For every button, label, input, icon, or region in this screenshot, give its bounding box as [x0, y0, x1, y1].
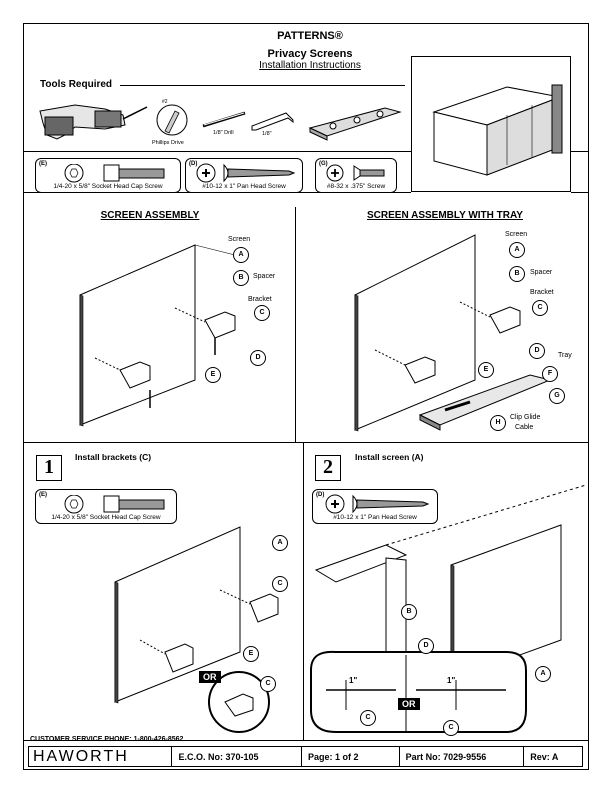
callout-e-right: E [478, 362, 494, 378]
callout-b-right: B [509, 266, 525, 282]
callout-c-or: C [260, 676, 276, 692]
tools-required-label: Tools Required [40, 79, 113, 90]
steps-divider [303, 442, 304, 740]
tools-bottom-rule [23, 151, 411, 152]
callout-d-left: D [250, 350, 266, 366]
step-2-fastener-letter: (D) [316, 492, 325, 498]
dim-one-inch-right: 1" [447, 676, 456, 685]
label-screen-right: Screen [505, 231, 528, 238]
callout-c-step2-left: C [360, 710, 376, 726]
fastener-rule-right [571, 192, 589, 193]
callout-a-right: A [509, 242, 525, 258]
drill-bit-icon [202, 111, 246, 128]
callout-b-step2: B [401, 604, 417, 620]
step-1-or-detail [208, 671, 270, 733]
revision: Rev: A [523, 747, 582, 766]
label-spacer-right: Spacer [530, 269, 553, 276]
phillips-bit-icon [156, 104, 188, 136]
drill-icon [39, 104, 148, 140]
screen-assembly-tray-title: SCREEN ASSEMBLY WITH TRAY [367, 210, 523, 221]
callout-e-left: E [205, 367, 221, 383]
eco-number: E.C.O. No: 370-105 [171, 747, 301, 766]
callout-f: F [542, 366, 558, 382]
callout-a-step1: A [272, 535, 288, 551]
callout-d-step2: D [418, 638, 434, 654]
hex-key-icon [251, 112, 294, 131]
fastener-e-caption: 1/4-20 x 5/8" Socket Head Cap Screw [53, 183, 163, 190]
page-number: Page: 1 of 2 [301, 747, 399, 766]
steps-top-rule [23, 442, 589, 443]
dim-one-inch-left: 1" [349, 676, 358, 685]
drill-size-label: 1/8" Drill [213, 130, 234, 136]
overview-illustration [411, 56, 571, 192]
bit-size-label: #2 [162, 99, 168, 105]
tools-bottom-rule-right [571, 151, 589, 152]
callout-g: G [549, 388, 565, 404]
haworth-logo: HAWORTH [33, 747, 129, 765]
callout-e-step1: E [243, 646, 259, 662]
callout-b-left: B [233, 270, 249, 286]
label-bracket-left: Bracket [248, 296, 272, 303]
screen-assembly-drawing [79, 244, 236, 427]
phillips-drive-label: Phillips Drive [152, 140, 184, 146]
page-frame [23, 23, 589, 770]
label-tray: Tray [558, 352, 572, 359]
step-1-drawing [114, 526, 279, 704]
callout-d-right: D [529, 343, 545, 359]
step-1-socket-screw-icon [64, 495, 165, 514]
step-1-fastener-letter: (E) [39, 492, 47, 498]
callout-a-step2: A [535, 666, 551, 682]
callout-c-step1: C [272, 576, 288, 592]
flat-head-screw-icon [326, 164, 385, 182]
cabinet-overview-icon [432, 84, 563, 176]
step-1-title: Install brackets (C) [75, 452, 152, 462]
socket-head-screw-icon [64, 164, 165, 183]
fastener-e-box: (E) 1/4-20 x 5/8" Socket Head Cap Screw [35, 158, 181, 193]
label-clip-glide: Clip Glide [510, 414, 541, 421]
step-2-number: 2 [315, 455, 341, 481]
brand-title: PATTERNS® [277, 30, 343, 42]
label-screen-left: Screen [228, 236, 251, 243]
document-subtitle: Installation Instructions [259, 60, 361, 71]
hex-key-size-label: 1/8" [262, 131, 272, 137]
step-2-drawing [310, 484, 587, 733]
label-spacer-left: Spacer [253, 273, 276, 280]
screen-assembly-tray-drawing [354, 234, 552, 432]
customer-service-phone: CUSTOMER SERVICE PHONE: 1-800-426-8562 [30, 736, 184, 743]
step-2-fastener-box: (D) #10-12 x 1" Pan Head Screw [312, 489, 438, 524]
section-divider [295, 207, 296, 442]
callout-c-right: C [532, 300, 548, 316]
footer-bar: HAWORTH E.C.O. No: 370-105 Page: 1 of 2 … [28, 746, 583, 767]
fastener-d-letter: (D) [189, 161, 198, 167]
fastener-g-caption: #8-32 x .375" Screw [326, 183, 386, 190]
tools-rule [120, 85, 405, 86]
step-1-fastener-box: (E) 1/4-20 x 5/8" Socket Head Cap Screw [35, 489, 177, 524]
or-badge-step1: OR [199, 671, 221, 683]
document-title: Privacy Screens [267, 48, 353, 60]
callout-h: H [490, 415, 506, 431]
screen-assembly-title: SCREEN ASSEMBLY [100, 210, 200, 221]
fastener-d-box: (D) #10-12 x 1" Pan Head Screw [185, 158, 303, 193]
fastener-g-letter: (G) [319, 161, 328, 167]
label-cable: Cable [515, 424, 534, 431]
or-badge-step2: OR [398, 698, 420, 710]
label-bracket-right: Bracket [530, 289, 554, 296]
fastener-e-letter: (E) [39, 161, 47, 167]
step-2-fastener-caption: #10-12 x 1" Pan Head Screw [333, 514, 417, 521]
step-2-pan-screw-icon [325, 494, 430, 514]
fastener-d-caption: #10-12 x 1" Pan Head Screw [202, 183, 286, 190]
bracket-part-icon [308, 107, 402, 141]
steps-bottom-rule [23, 740, 589, 741]
step-1-number: 1 [36, 455, 62, 481]
fastener-g-box: (G) #8-32 x .375" Screw [315, 158, 397, 193]
callout-a-left: A [233, 247, 249, 263]
callout-c-left: C [254, 305, 270, 321]
callout-c-step2-right: C [443, 720, 459, 736]
pan-head-screw-icon [196, 163, 296, 183]
part-number: Part No: 7029-9556 [398, 747, 524, 766]
step-2-title: Install screen (A) [355, 452, 424, 462]
step-1-fastener-caption: 1/4-20 x 5/8" Socket Head Cap Screw [51, 514, 161, 521]
